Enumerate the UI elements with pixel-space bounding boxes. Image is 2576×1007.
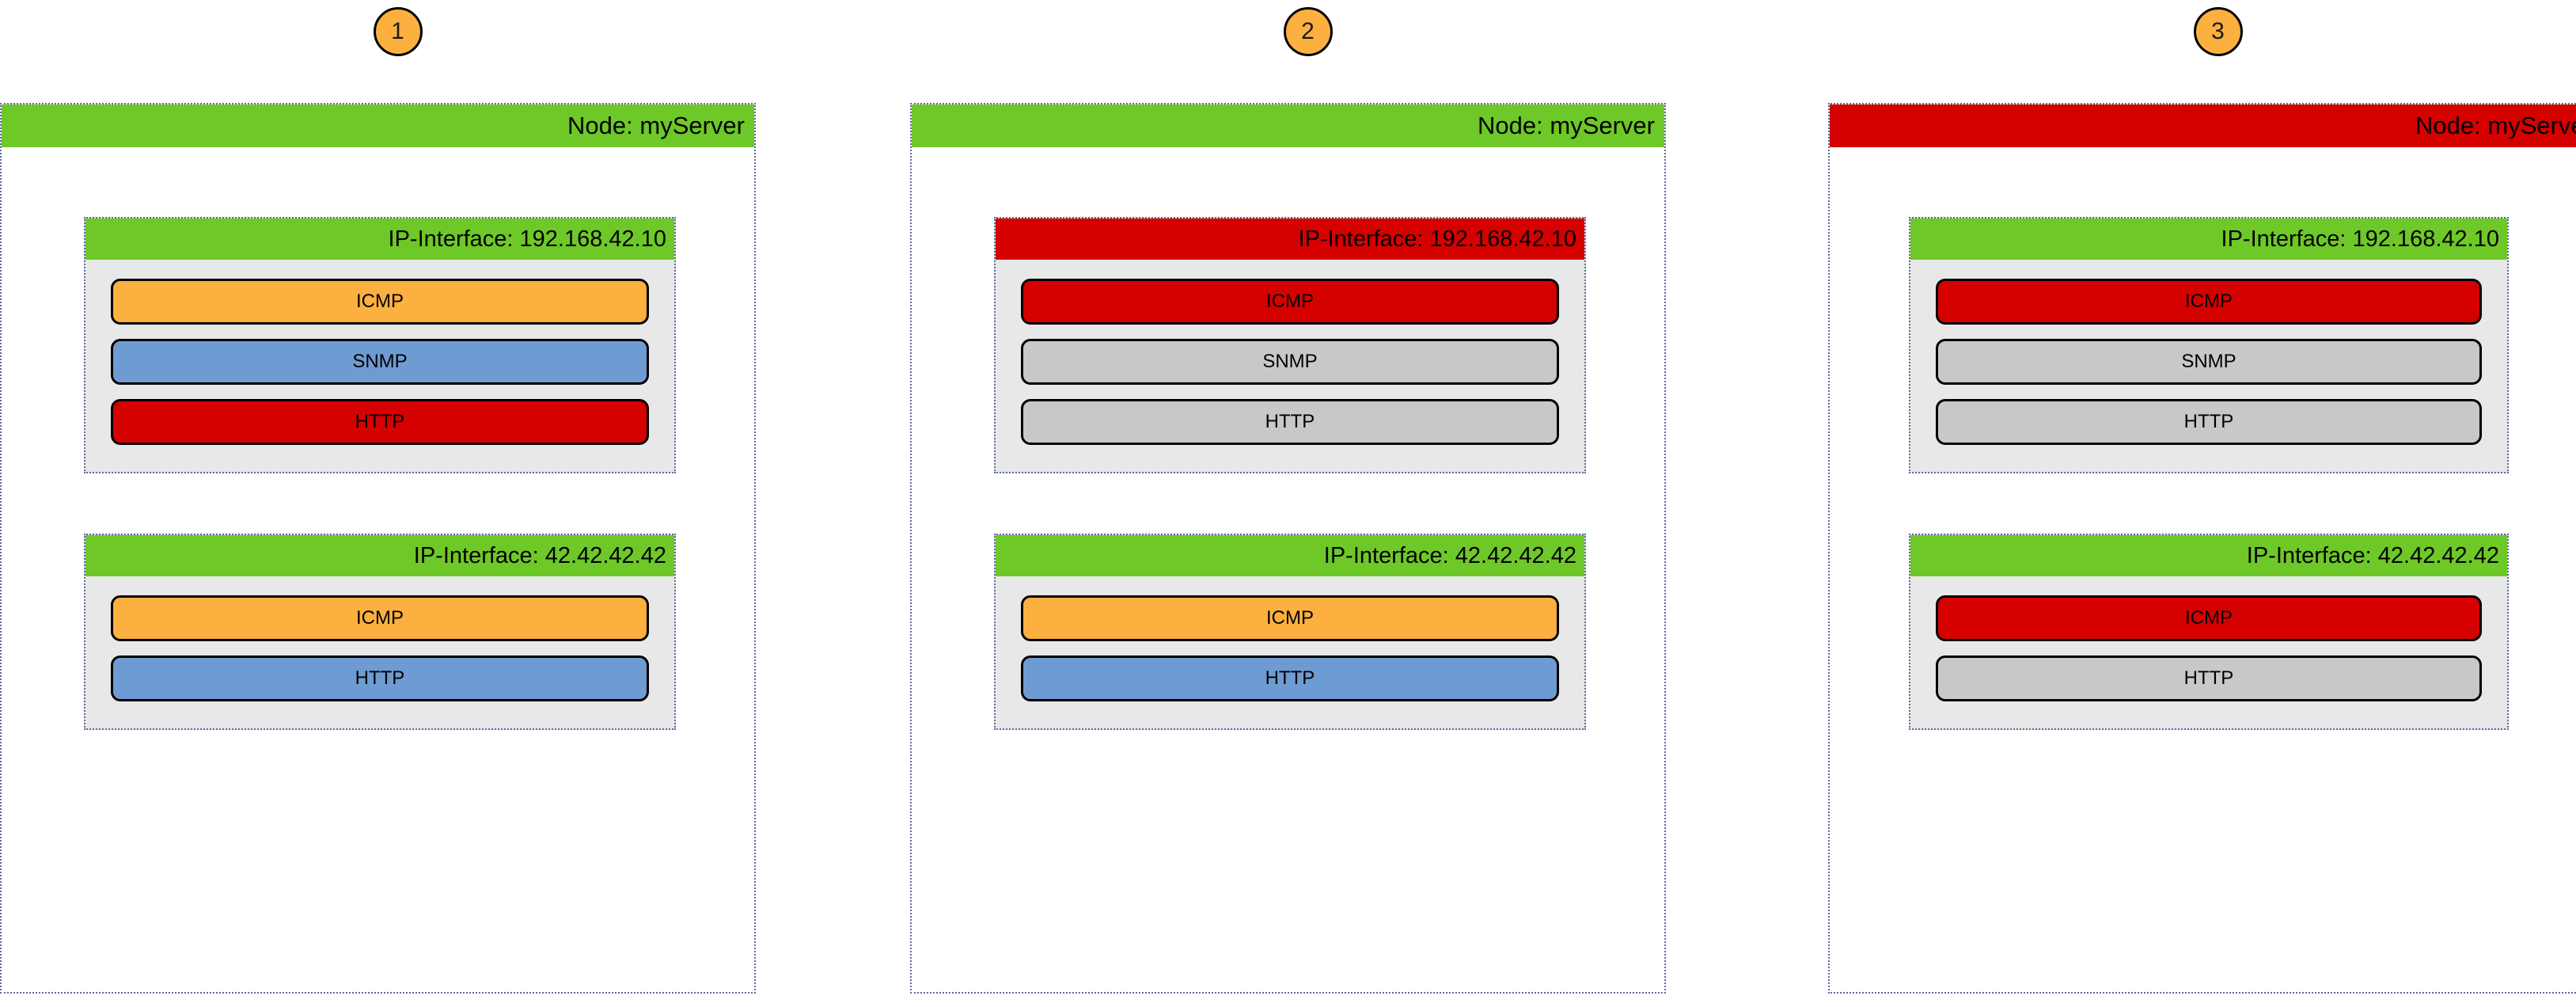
node-container-1: Node: myServer IP-Interface: 192.168.42.… [0, 103, 756, 994]
service-pill-icmp-1-1[interactable]: ICMP [111, 279, 649, 325]
ip-interface-label-1-2: IP-Interface: 42.42.42.42 [413, 542, 666, 568]
ip-interface-status-header-2-2: IP-Interface: 42.42.42.42 [996, 535, 1584, 576]
service-list-3-2: ICMP HTTP [1910, 576, 2507, 728]
service-pill-icmp-3-1[interactable]: ICMP [1936, 279, 2482, 325]
service-list-1-1: ICMP SNMP HTTP [85, 260, 674, 472]
service-pill-snmp-2-1[interactable]: SNMP [1021, 339, 1559, 385]
scenario-badge-wrapper-2: 2 [910, 3, 1705, 60]
node-container-2: Node: myServer IP-Interface: 192.168.42.… [910, 103, 1666, 994]
node-label-1: Node: myServer [567, 112, 745, 139]
service-pill-http-2-2[interactable]: HTTP [1021, 656, 1559, 701]
scenario-number-badge-2: 2 [1283, 7, 1333, 56]
ip-interface-label-2-2: IP-Interface: 42.42.42.42 [1323, 542, 1576, 568]
node-status-header-3: Node: myServer [1830, 104, 2576, 147]
ip-interface-label-3-2: IP-Interface: 42.42.42.42 [2246, 542, 2499, 568]
ip-interface-block-2-1: IP-Interface: 192.168.42.10 ICMP SNMP HT… [994, 217, 1586, 473]
ip-interface-status-header-1-2: IP-Interface: 42.42.42.42 [85, 535, 674, 576]
ip-interface-block-3-2: IP-Interface: 42.42.42.42 ICMP HTTP [1909, 534, 2509, 730]
service-pill-snmp-1-1[interactable]: SNMP [111, 339, 649, 385]
service-pill-icmp-2-2[interactable]: ICMP [1021, 595, 1559, 641]
service-list-3-1: ICMP SNMP HTTP [1910, 260, 2507, 472]
service-list-2-2: ICMP HTTP [996, 576, 1584, 728]
service-pill-http-3-1[interactable]: HTTP [1936, 399, 2482, 445]
ip-interface-label-1-1: IP-Interface: 192.168.42.10 [388, 226, 666, 252]
node-status-header-1: Node: myServer [2, 104, 754, 147]
ip-interface-label-2-1: IP-Interface: 192.168.42.10 [1298, 226, 1576, 252]
service-pill-icmp-1-2[interactable]: ICMP [111, 595, 649, 641]
node-label-2: Node: myServer [1478, 112, 1655, 139]
ip-interface-block-3-1: IP-Interface: 192.168.42.10 ICMP SNMP HT… [1909, 217, 2509, 473]
node-status-header-2: Node: myServer [912, 104, 1664, 147]
service-pill-http-1-2[interactable]: HTTP [111, 656, 649, 701]
node-label-3: Node: myServer [2415, 112, 2576, 139]
ip-interface-status-header-3-2: IP-Interface: 42.42.42.42 [1910, 535, 2507, 576]
ip-interface-status-header-2-1: IP-Interface: 192.168.42.10 [996, 218, 1584, 260]
service-pill-snmp-3-1[interactable]: SNMP [1936, 339, 2482, 385]
service-list-1-2: ICMP HTTP [85, 576, 674, 728]
ip-interface-status-header-1-1: IP-Interface: 192.168.42.10 [85, 218, 674, 260]
service-pill-icmp-2-1[interactable]: ICMP [1021, 279, 1559, 325]
ip-interface-block-1-2: IP-Interface: 42.42.42.42 ICMP HTTP [84, 534, 676, 730]
ip-interface-block-2-2: IP-Interface: 42.42.42.42 ICMP HTTP [994, 534, 1586, 730]
service-pill-http-1-1[interactable]: HTTP [111, 399, 649, 445]
ip-interface-block-1-1: IP-Interface: 192.168.42.10 ICMP SNMP HT… [84, 217, 676, 473]
ip-interface-status-header-3-1: IP-Interface: 192.168.42.10 [1910, 218, 2507, 260]
scenario-number-badge-1: 1 [373, 7, 423, 56]
scenario-badge-wrapper-3: 3 [1820, 3, 2576, 60]
scenario-panel-1: 1 Node: myServer IP-Interface: 192.168.4… [0, 0, 795, 1007]
service-list-2-1: ICMP SNMP HTTP [996, 260, 1584, 472]
service-pill-http-2-1[interactable]: HTTP [1021, 399, 1559, 445]
scenario-number-badge-3: 3 [2193, 7, 2243, 56]
scenario-panel-2: 2 Node: myServer IP-Interface: 192.168.4… [910, 0, 1705, 1007]
service-pill-icmp-3-2[interactable]: ICMP [1936, 595, 2482, 641]
scenario-badge-wrapper-1: 1 [0, 3, 795, 60]
scenario-panel-3: 3 Node: myServer IP-Interface: 192.168.4… [1820, 0, 2576, 1007]
ip-interface-label-3-1: IP-Interface: 192.168.42.10 [2221, 226, 2499, 252]
service-pill-http-3-2[interactable]: HTTP [1936, 656, 2482, 701]
node-container-3: Node: myServer IP-Interface: 192.168.42.… [1828, 103, 2576, 994]
